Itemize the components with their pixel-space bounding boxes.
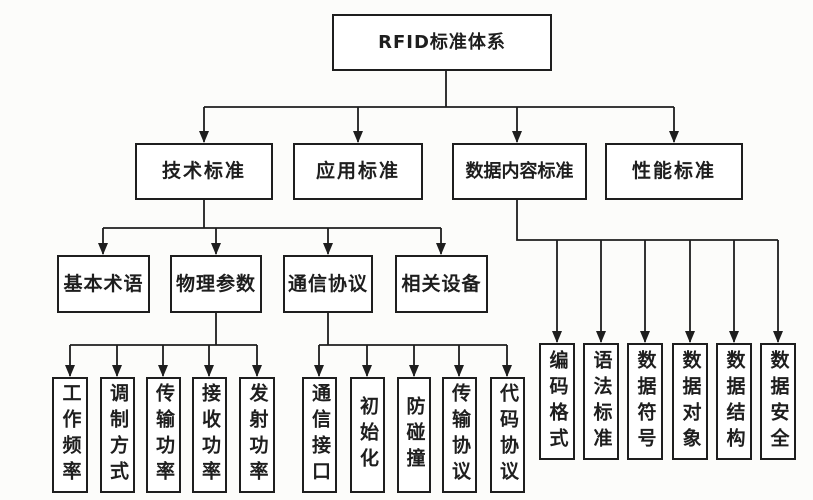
node-code-protocol: 代码协议 — [490, 377, 525, 493]
node-modulation-mode: 调制方式 — [100, 377, 135, 493]
node-application-standard: 应用标准 — [293, 143, 423, 200]
node-emission-power: 发射功率 — [239, 377, 275, 493]
node-rfid-standard-system: RFID标准体系 — [332, 14, 552, 71]
node-communication-interface: 通信接口 — [302, 377, 337, 493]
node-basic-terminology: 基本术语 — [57, 255, 150, 313]
node-working-frequency: 工作频率 — [52, 377, 88, 493]
node-data-symbol: 数据符号 — [627, 343, 663, 460]
node-receiving-power: 接收功率 — [192, 377, 227, 493]
node-data-object: 数据对象 — [672, 343, 708, 460]
node-communication-protocol: 通信协议 — [283, 255, 373, 313]
node-transmission-power: 传输功率 — [146, 377, 181, 493]
node-physical-parameters: 物理参数 — [170, 255, 262, 313]
node-syntax-standard: 语法标准 — [583, 343, 619, 460]
node-data-security: 数据安全 — [760, 343, 796, 460]
node-anti-collision: 防碰撞 — [397, 377, 431, 493]
node-performance-standard: 性能标准 — [605, 143, 743, 200]
node-encoding-format: 编码格式 — [539, 343, 575, 460]
node-initialization: 初始化 — [350, 377, 385, 493]
node-data-content-standard: 数据内容标准 — [452, 143, 587, 200]
node-related-equipment: 相关设备 — [395, 255, 488, 313]
node-transmission-protocol: 传输协议 — [442, 377, 477, 493]
node-data-structure: 数据结构 — [716, 343, 752, 460]
node-technical-standard: 技术标准 — [135, 143, 273, 200]
